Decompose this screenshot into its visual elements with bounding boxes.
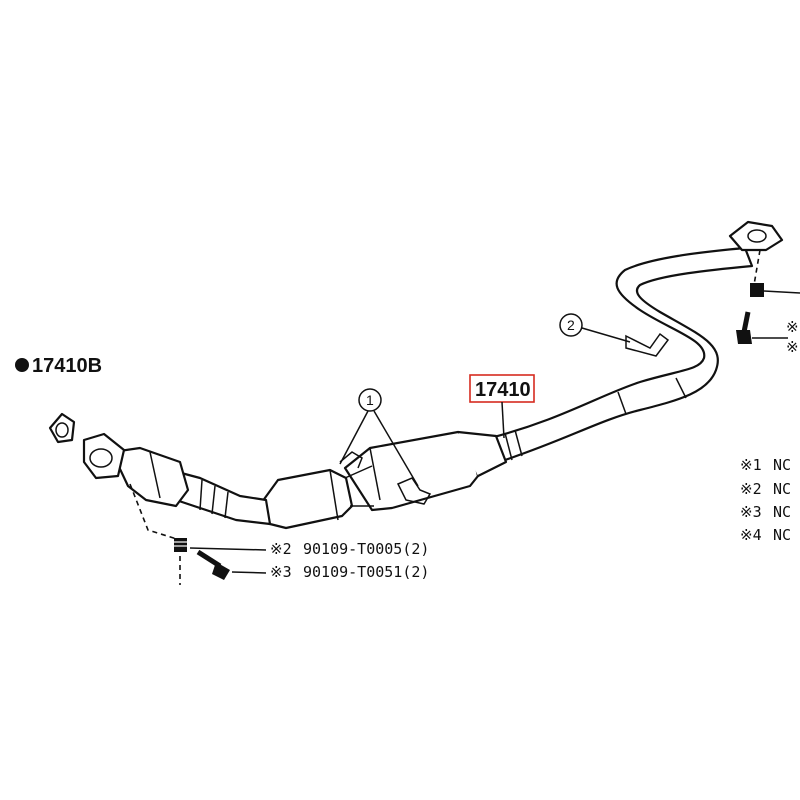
edge-mark-1: ※ bbox=[786, 318, 799, 336]
fastener-mark-2: ※2 bbox=[270, 540, 292, 558]
notes-list: ※1 NC ※2 NC ※3 NC ※4 NC bbox=[740, 456, 791, 544]
note-mark-4: ※4 bbox=[740, 526, 762, 544]
note-mark-3: ※3 bbox=[740, 503, 762, 521]
note-mark-1: ※1 bbox=[740, 456, 762, 474]
front-bolt-icon bbox=[196, 549, 230, 580]
note-text-2: NC bbox=[773, 480, 791, 498]
main-catalytic-converter bbox=[343, 430, 480, 512]
front-nut-icon bbox=[174, 538, 187, 552]
filled-bullet-icon bbox=[15, 358, 29, 372]
main-part-label[interactable]: 17410 bbox=[475, 379, 531, 401]
note-text-3: NC bbox=[773, 503, 791, 521]
exhaust-pipe-assembly bbox=[82, 220, 784, 585]
sub-part-label[interactable]: 17410B bbox=[32, 355, 102, 377]
note-mark-2: ※2 bbox=[740, 480, 762, 498]
callout-1: 1 bbox=[339, 388, 419, 487]
note-text-4: NC bbox=[773, 526, 791, 544]
rear-bolt-icon bbox=[736, 311, 788, 344]
rear-nut-icon bbox=[750, 283, 800, 297]
fastener-part-2[interactable]: 90109-T0005(2) bbox=[303, 540, 429, 558]
svg-text:1: 1 bbox=[366, 392, 374, 408]
edge-mark-2: ※ bbox=[786, 338, 799, 356]
fastener-mark-3: ※3 bbox=[270, 563, 292, 581]
fastener-part-3[interactable]: 90109-T0051(2) bbox=[303, 563, 429, 581]
rear-flange bbox=[728, 220, 784, 252]
note-text-1: NC bbox=[773, 456, 791, 474]
front-flange bbox=[82, 432, 126, 480]
gasket-part bbox=[48, 412, 76, 444]
svg-text:2: 2 bbox=[567, 317, 575, 333]
callout-2: 2 bbox=[559, 313, 670, 357]
